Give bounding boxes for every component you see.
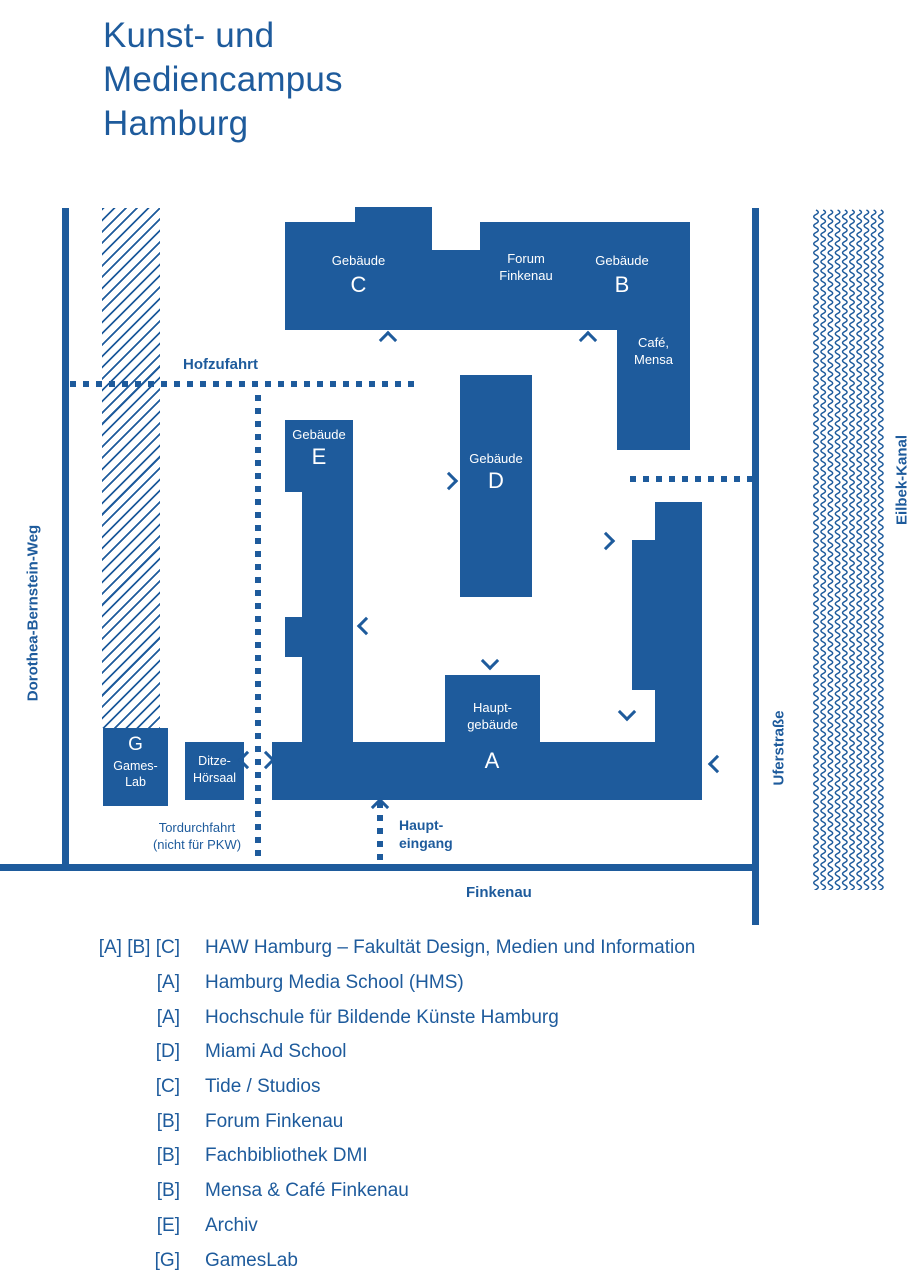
entrance-arrow-up-icon <box>578 330 598 350</box>
street-uferstrasse-label: Uferstraße <box>770 710 788 786</box>
entrance-arrow-up-icon <box>370 797 390 817</box>
page-title: Kunst- und Mediencampus Hamburg <box>103 16 343 143</box>
building-d-label: Gebäude D <box>469 451 523 493</box>
legend-tag: [D] <box>155 1041 180 1063</box>
legend-row: [B] Forum Finkenau <box>78 1104 695 1139</box>
right-wing-annex <box>632 540 655 690</box>
building-e-wing <box>302 492 353 742</box>
legend-name: HAW Hamburg – Fakultät Design, Medien un… <box>205 937 696 959</box>
building-forum-b: Forum Finkenau Gebäude B <box>480 222 690 330</box>
legend-name: Fachbibliothek DMI <box>205 1145 368 1167</box>
entrance-arrow-left-icon <box>707 754 727 774</box>
legend-tag: [C] <box>155 1076 180 1098</box>
canal-waves-icon <box>813 209 884 890</box>
legend-row: [D] Miami Ad School <box>78 1035 695 1070</box>
legend-name: Miami Ad School <box>205 1041 347 1063</box>
building-forum-connector <box>432 250 480 330</box>
legend-row: [B] Fachbibliothek DMI <box>78 1139 695 1174</box>
path-hofzufahrt-line <box>70 381 420 387</box>
forum-finkenau-label: Forum Finkenau <box>499 251 553 283</box>
legend-name: Hochschule für Bildende Künste Hamburg <box>205 1006 559 1028</box>
hauptgebaeude-band: A <box>272 742 702 800</box>
entrance-arrow-right-icon <box>439 471 459 491</box>
entrance-arrow-right-icon <box>596 531 616 551</box>
legend-row: [A] [B] [C] HAW Hamburg – Fakultät Desig… <box>78 931 696 966</box>
path-courtyard-line <box>255 395 261 858</box>
legend-tag: [E] <box>156 1214 180 1236</box>
legend-tag: [A] <box>156 972 180 994</box>
legend-name: Archiv <box>205 1214 258 1236</box>
gameslab-block: G Games- Lab <box>103 728 168 806</box>
right-wing <box>655 502 702 742</box>
legend-row: [B] Mensa & Café Finkenau <box>78 1174 695 1209</box>
legend-tag: [B] <box>156 1180 180 1202</box>
legend-row: [E] Archiv <box>78 1209 695 1244</box>
legend-row: [A] Hamburg Media School (HMS) <box>78 966 695 1001</box>
legend-name: Forum Finkenau <box>205 1110 344 1132</box>
legend-tag: [A] <box>156 1006 180 1028</box>
ditze-hoersaal-block: Ditze- Hörsaal <box>185 742 244 800</box>
building-c: Gebäude C <box>285 222 432 330</box>
hauptgebaeude-label: Haupt- gebäude <box>467 700 518 732</box>
legend-name: Tide / Studios <box>205 1076 321 1098</box>
legend-row: [A] Hochschule für Bildende Künste Hambu… <box>78 1000 695 1035</box>
building-e-label: Gebäude E <box>292 427 346 469</box>
legend-tag: [G] <box>154 1249 180 1271</box>
tree-hatch-area <box>102 208 160 728</box>
street-dorothea-label: Dorothea-Bernstein-Weg <box>24 524 42 702</box>
building-c-roof <box>355 207 432 223</box>
haupteingang-label: Haupt- eingang <box>399 817 453 851</box>
building-e-wing-annex <box>285 617 302 657</box>
legend-name: Mensa & Café Finkenau <box>205 1180 409 1202</box>
legend-row: [G] GamesLab <box>78 1243 695 1278</box>
legend-name: Hamburg Media School (HMS) <box>205 972 464 994</box>
entrance-arrow-left-icon <box>356 616 376 636</box>
legend-tag: [B] <box>156 1145 180 1167</box>
legend-name: GamesLab <box>205 1249 298 1271</box>
street-finkenau-line <box>0 864 759 871</box>
building-e: Gebäude E <box>285 420 353 492</box>
building-d: Gebäude D <box>460 375 532 597</box>
building-a-letter: A <box>484 748 500 773</box>
canal-eilbek-label: Eilbek-Kanal <box>893 434 911 526</box>
building-c-label: Gebäude C <box>331 253 386 297</box>
cafe-mensa-label: Café, Mensa <box>633 335 674 367</box>
entrance-arrow-down-icon <box>480 651 500 671</box>
building-b-label: Gebäude B <box>595 253 649 297</box>
hauptgebaeude-block: Haupt- gebäude <box>445 675 540 742</box>
cafe-mensa-wing: Café, Mensa <box>617 330 690 450</box>
street-dorothea-line <box>62 208 69 868</box>
ditze-hoersaal-label: Ditze- Hörsaal <box>192 754 237 785</box>
legend-tag: [A] [B] [C] <box>98 937 180 959</box>
gameslab-label: G Games- Lab <box>113 734 158 789</box>
path-right-entrance-line <box>630 476 753 482</box>
street-finkenau-label: Finkenau <box>466 884 532 901</box>
legend-row: [C] Tide / Studios <box>78 1070 695 1105</box>
legend: [A] [B] [C] HAW Hamburg – Fakultät Desig… <box>78 931 696 1278</box>
entrance-arrow-up-icon <box>378 330 398 350</box>
hofzufahrt-label: Hofzufahrt <box>183 356 258 373</box>
entrance-arrow-down-icon <box>617 702 637 722</box>
street-uferstrasse-line <box>752 208 759 925</box>
legend-tag: [B] <box>156 1110 180 1132</box>
path-haupteingang-line <box>377 802 383 860</box>
tordurchfahrt-label: Tordurchfahrt (nicht für PKW) <box>152 820 242 852</box>
